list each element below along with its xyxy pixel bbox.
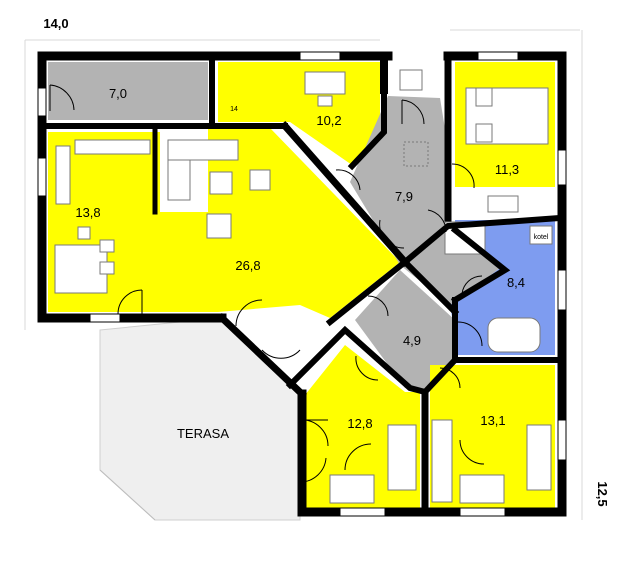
depth-dimension: 12,5 <box>595 481 610 506</box>
windows <box>37 51 567 517</box>
terrace-label: TERASA <box>177 426 229 441</box>
room-area-hall-bottom: 4,9 <box>403 333 421 348</box>
room-area-bedroom-master: 11,3 <box>495 162 519 177</box>
terrace-area <box>24 29 583 521</box>
room-area-bathroom: 8,4 <box>507 275 525 290</box>
room-area-bedroom-right: 13,1 <box>480 413 505 428</box>
stair-mark: 14 <box>230 106 238 113</box>
room-area-kitchen: 13,8 <box>75 205 100 220</box>
boiler-label: kotel <box>534 234 549 241</box>
walls <box>37 51 567 517</box>
storage-room <box>48 62 208 120</box>
doors <box>49 84 485 483</box>
room-area-hall-top: 7,9 <box>395 189 413 204</box>
room-area-storage: 7,0 <box>109 86 127 101</box>
room-area-living: 26,8 <box>235 258 260 273</box>
room-area-bedroom-top: 10,2 <box>316 113 341 128</box>
room-area-bedroom-left: 12,8 <box>347 416 372 431</box>
width-dimension: 14,0 <box>43 16 68 31</box>
